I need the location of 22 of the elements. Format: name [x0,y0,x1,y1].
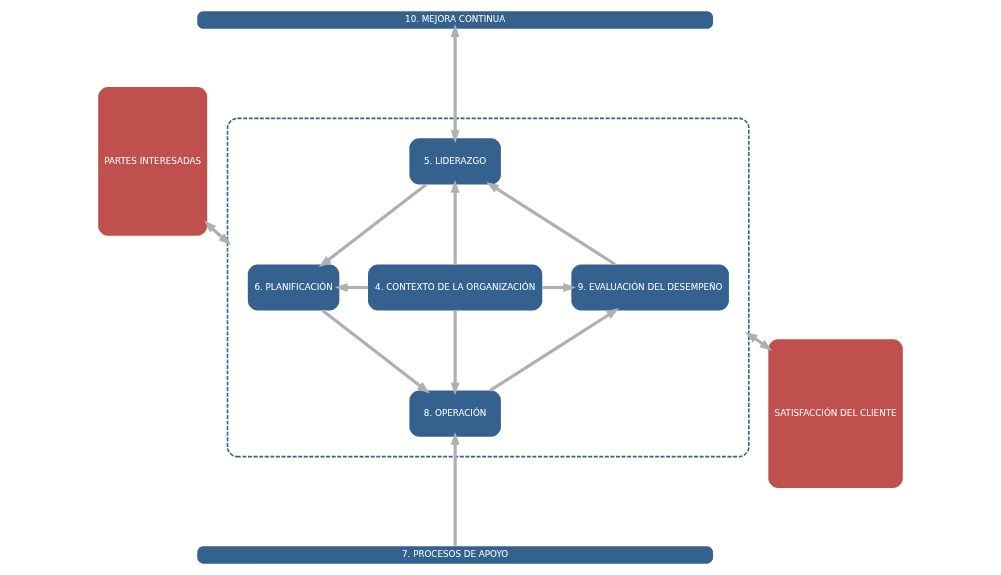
node-box: 6. PLANIFICACIÓN [247,264,340,311]
arrow [450,432,460,547]
arrow [450,24,460,144]
node-box: 9. EVALUACIÓN DEL DESEMPEÑO [571,264,729,311]
node-box: SATISFACCIÓN DEL CLIENTE [768,339,903,489]
cluster [226,117,750,458]
arrow [321,309,430,394]
node-box: 8. OPERACIÓN [409,390,501,437]
node-box: PARTES INTERESADAS [98,86,208,236]
arrow [450,179,460,265]
arrow [744,331,773,352]
node-box: 10. MEJORA CONTINUA [197,11,713,29]
node-box: 5. LIDERAZGO [409,138,501,185]
node-box: 7. PROCESOS DE APOYO [197,546,713,564]
arrow [203,220,232,245]
node-box: 4. CONTEXTO DE LA ORGANIZACIÓN [368,264,543,311]
arrow [318,183,427,268]
arrow [486,181,616,266]
arrow [489,308,620,392]
arrow [334,283,368,292]
arrow [450,310,460,396]
arrow [542,283,576,292]
